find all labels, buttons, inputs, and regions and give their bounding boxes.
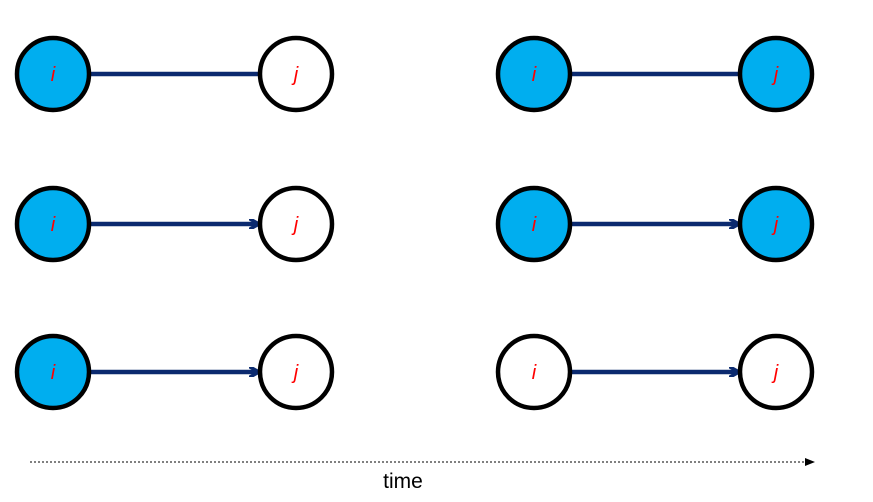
node-i: [495, 35, 573, 113]
node-j: [257, 35, 335, 113]
node-i: [495, 185, 573, 263]
node-j-label: j: [291, 362, 299, 384]
node-j-label: j: [771, 214, 779, 236]
node-j-label: j: [771, 362, 779, 384]
node-i-label: i: [51, 64, 56, 86]
node-i: [495, 333, 573, 411]
node-i-label: i: [532, 214, 537, 236]
node-i: [14, 35, 92, 113]
node-j: [737, 185, 815, 263]
node-j-label: j: [291, 64, 299, 86]
node-i-label: i: [532, 64, 537, 86]
node-i-label: i: [51, 214, 56, 236]
node-j: [737, 35, 815, 113]
time-axis-label: time: [383, 470, 423, 493]
node-i-label: i: [51, 362, 56, 384]
node-j-label: j: [291, 214, 299, 236]
node-i-label: i: [532, 362, 537, 384]
time-axis: time: [30, 458, 815, 493]
node-j: [257, 185, 335, 263]
node-i: [14, 333, 92, 411]
node-i: [14, 185, 92, 263]
node-j-label: j: [771, 64, 779, 86]
node-j: [737, 333, 815, 411]
node-j: [257, 333, 335, 411]
